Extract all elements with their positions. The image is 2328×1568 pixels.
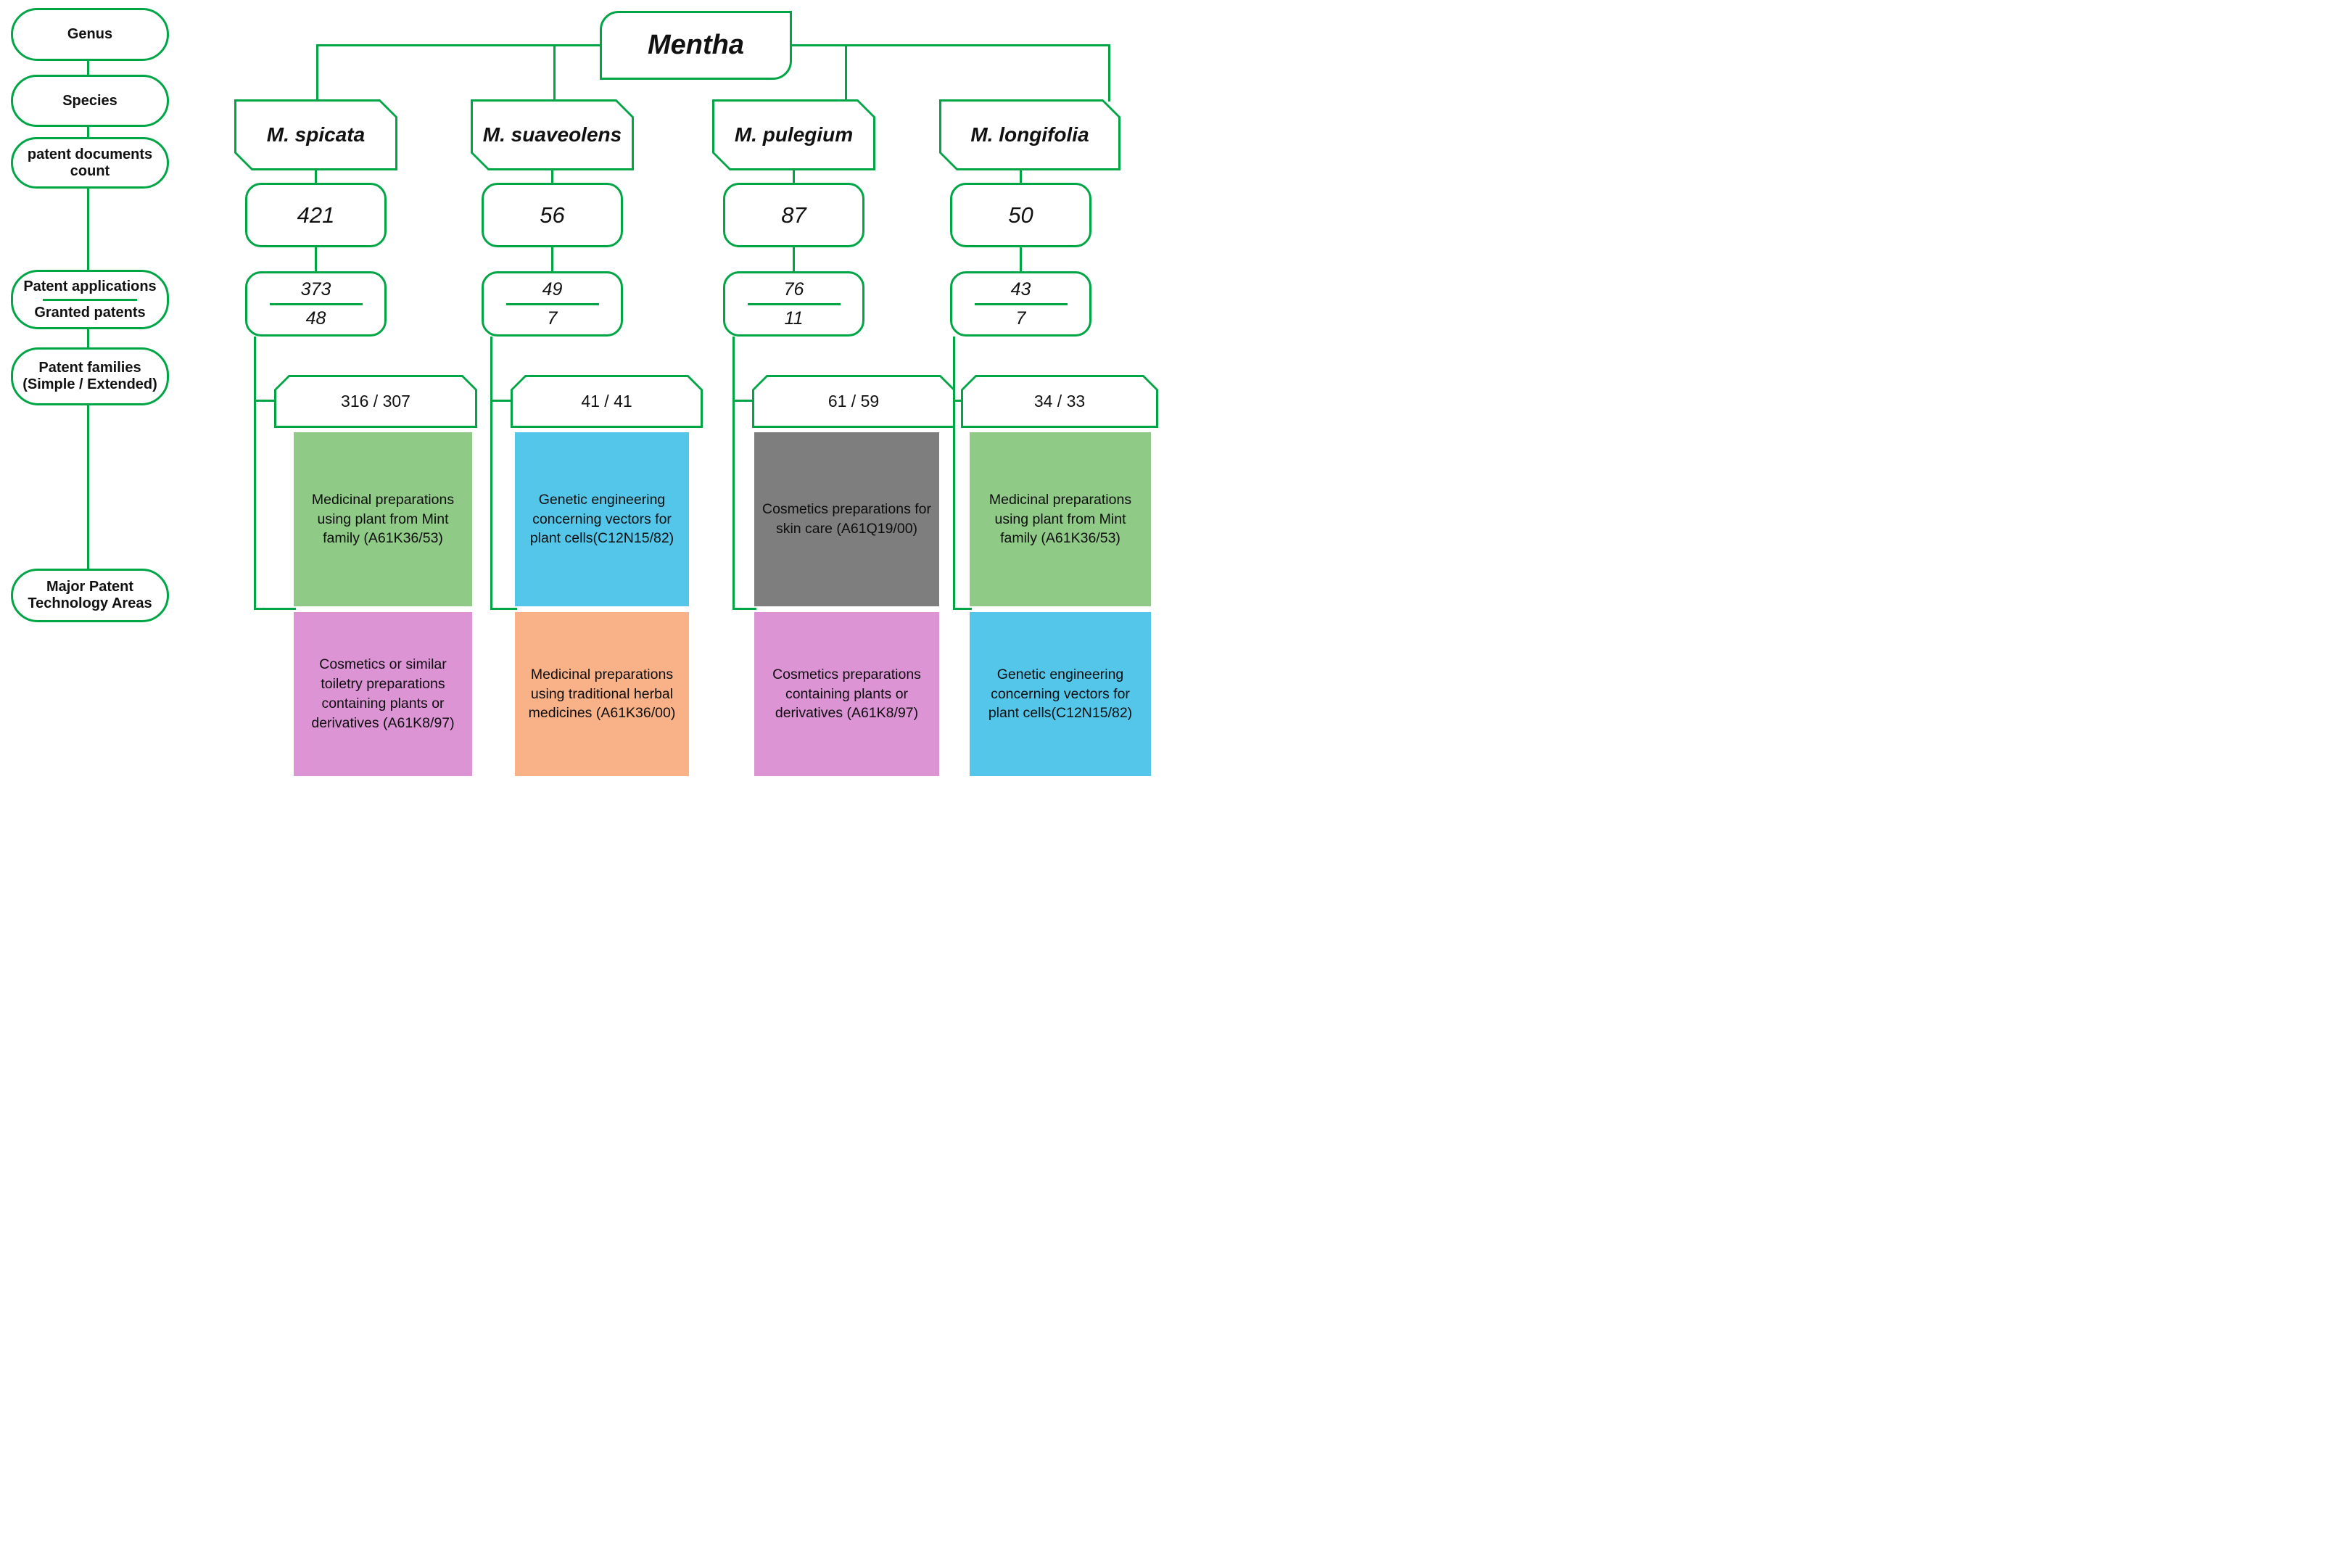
species-name: M. spicata [236,102,395,168]
families-box: 316 / 307 [274,375,477,428]
connector [490,337,492,610]
connector [254,400,276,402]
tech-area-box: Genetic engineering concerning vectors f… [970,612,1151,776]
doc-count-box: 50 [950,183,1091,247]
tech-area-box: Cosmetics or similar toiletry preparatio… [294,612,472,776]
connector [953,608,972,610]
families-value: 34 / 33 [963,377,1156,426]
applications-granted-box: 43 7 [950,271,1091,337]
doc-count-value: 87 [781,202,806,228]
granted-value: 48 [305,308,326,329]
label-applications-granted: Patent applications Granted patents [11,270,169,329]
connector [1020,169,1022,184]
connector [553,44,556,102]
connector [732,608,756,610]
tech-area-box: Medicinal preparations using traditional… [515,612,689,776]
connector [732,400,754,402]
tech-area-box: Genetic engineering concerning vectors f… [515,432,689,606]
mentha-patent-diagram: Genus Species patent documents count Pat… [0,0,1164,784]
connector [490,400,513,402]
connector [316,44,602,46]
families-box: 61 / 59 [752,375,955,428]
doc-count-value: 50 [1008,202,1033,228]
tech-area-box: Cosmetics preparations containing plants… [754,612,939,776]
applications-granted-box: 373 48 [245,271,387,337]
applications-granted-box: 49 7 [482,271,623,337]
tech-area-box: Medicinal preparations using plant from … [294,432,472,606]
granted-value: 7 [547,308,558,329]
connector [551,169,553,184]
connector [87,127,89,137]
connector [87,61,89,75]
genus-box: Mentha [600,11,792,80]
species-name: M. suaveolens [473,102,632,168]
connector [1020,247,1022,272]
fraction-divider [505,302,599,305]
connector [87,405,89,569]
doc-count-box: 87 [723,183,864,247]
connector [793,169,795,184]
species-box: M. longifolia [939,99,1120,170]
label-families: Patent families (Simple / Extended) [11,347,169,405]
families-value: 61 / 59 [754,377,953,426]
connector [953,337,955,610]
connector [254,337,256,610]
connector [732,337,735,610]
applications-value: 49 [542,278,563,300]
connector [551,247,553,272]
species-box: M. suaveolens [471,99,634,170]
doc-count-box: 56 [482,183,623,247]
applications-value: 43 [1010,278,1031,300]
connector [490,608,517,610]
connector [845,44,847,102]
families-box: 34 / 33 [961,375,1158,428]
doc-count-value: 56 [540,202,565,228]
species-box: M. spicata [234,99,397,170]
label-major-tech: Major Patent Technology Areas [11,569,169,622]
species-name: M. longifolia [941,102,1118,168]
label-genus: Genus [11,8,169,61]
connector [315,169,317,184]
species-name: M. pulegium [714,102,873,168]
fraction-divider [747,302,841,305]
doc-count-value: 421 [297,202,335,228]
tech-area-box: Medicinal preparations using plant from … [970,432,1151,606]
families-value: 316 / 307 [276,377,475,426]
applications-value: 76 [783,278,804,300]
genus-name: Mentha [648,30,744,60]
connector [87,189,89,270]
species-box: M. pulegium [712,99,875,170]
connector [953,400,963,402]
applications-granted-box: 76 11 [723,271,864,337]
label-applications: Patent applications [23,278,157,294]
granted-value: 7 [1015,308,1026,329]
connector [315,247,317,272]
connector [254,608,296,610]
doc-count-box: 421 [245,183,387,247]
families-value: 41 / 41 [513,377,701,426]
fraction-divider [269,302,363,305]
label-doc-count: patent documents count [11,137,169,189]
connector [792,44,1110,46]
connector [87,329,89,347]
label-granted: Granted patents [34,304,146,321]
label-species: Species [11,75,169,127]
connector [316,44,318,102]
granted-value: 11 [784,308,804,329]
connector [1108,44,1110,102]
fraction-divider [974,302,1068,305]
families-box: 41 / 41 [511,375,703,428]
tech-area-box: Cosmetics preparations for skin care (A6… [754,432,939,606]
applications-value: 373 [300,278,331,300]
fraction-divider [43,298,137,301]
connector [793,247,795,272]
